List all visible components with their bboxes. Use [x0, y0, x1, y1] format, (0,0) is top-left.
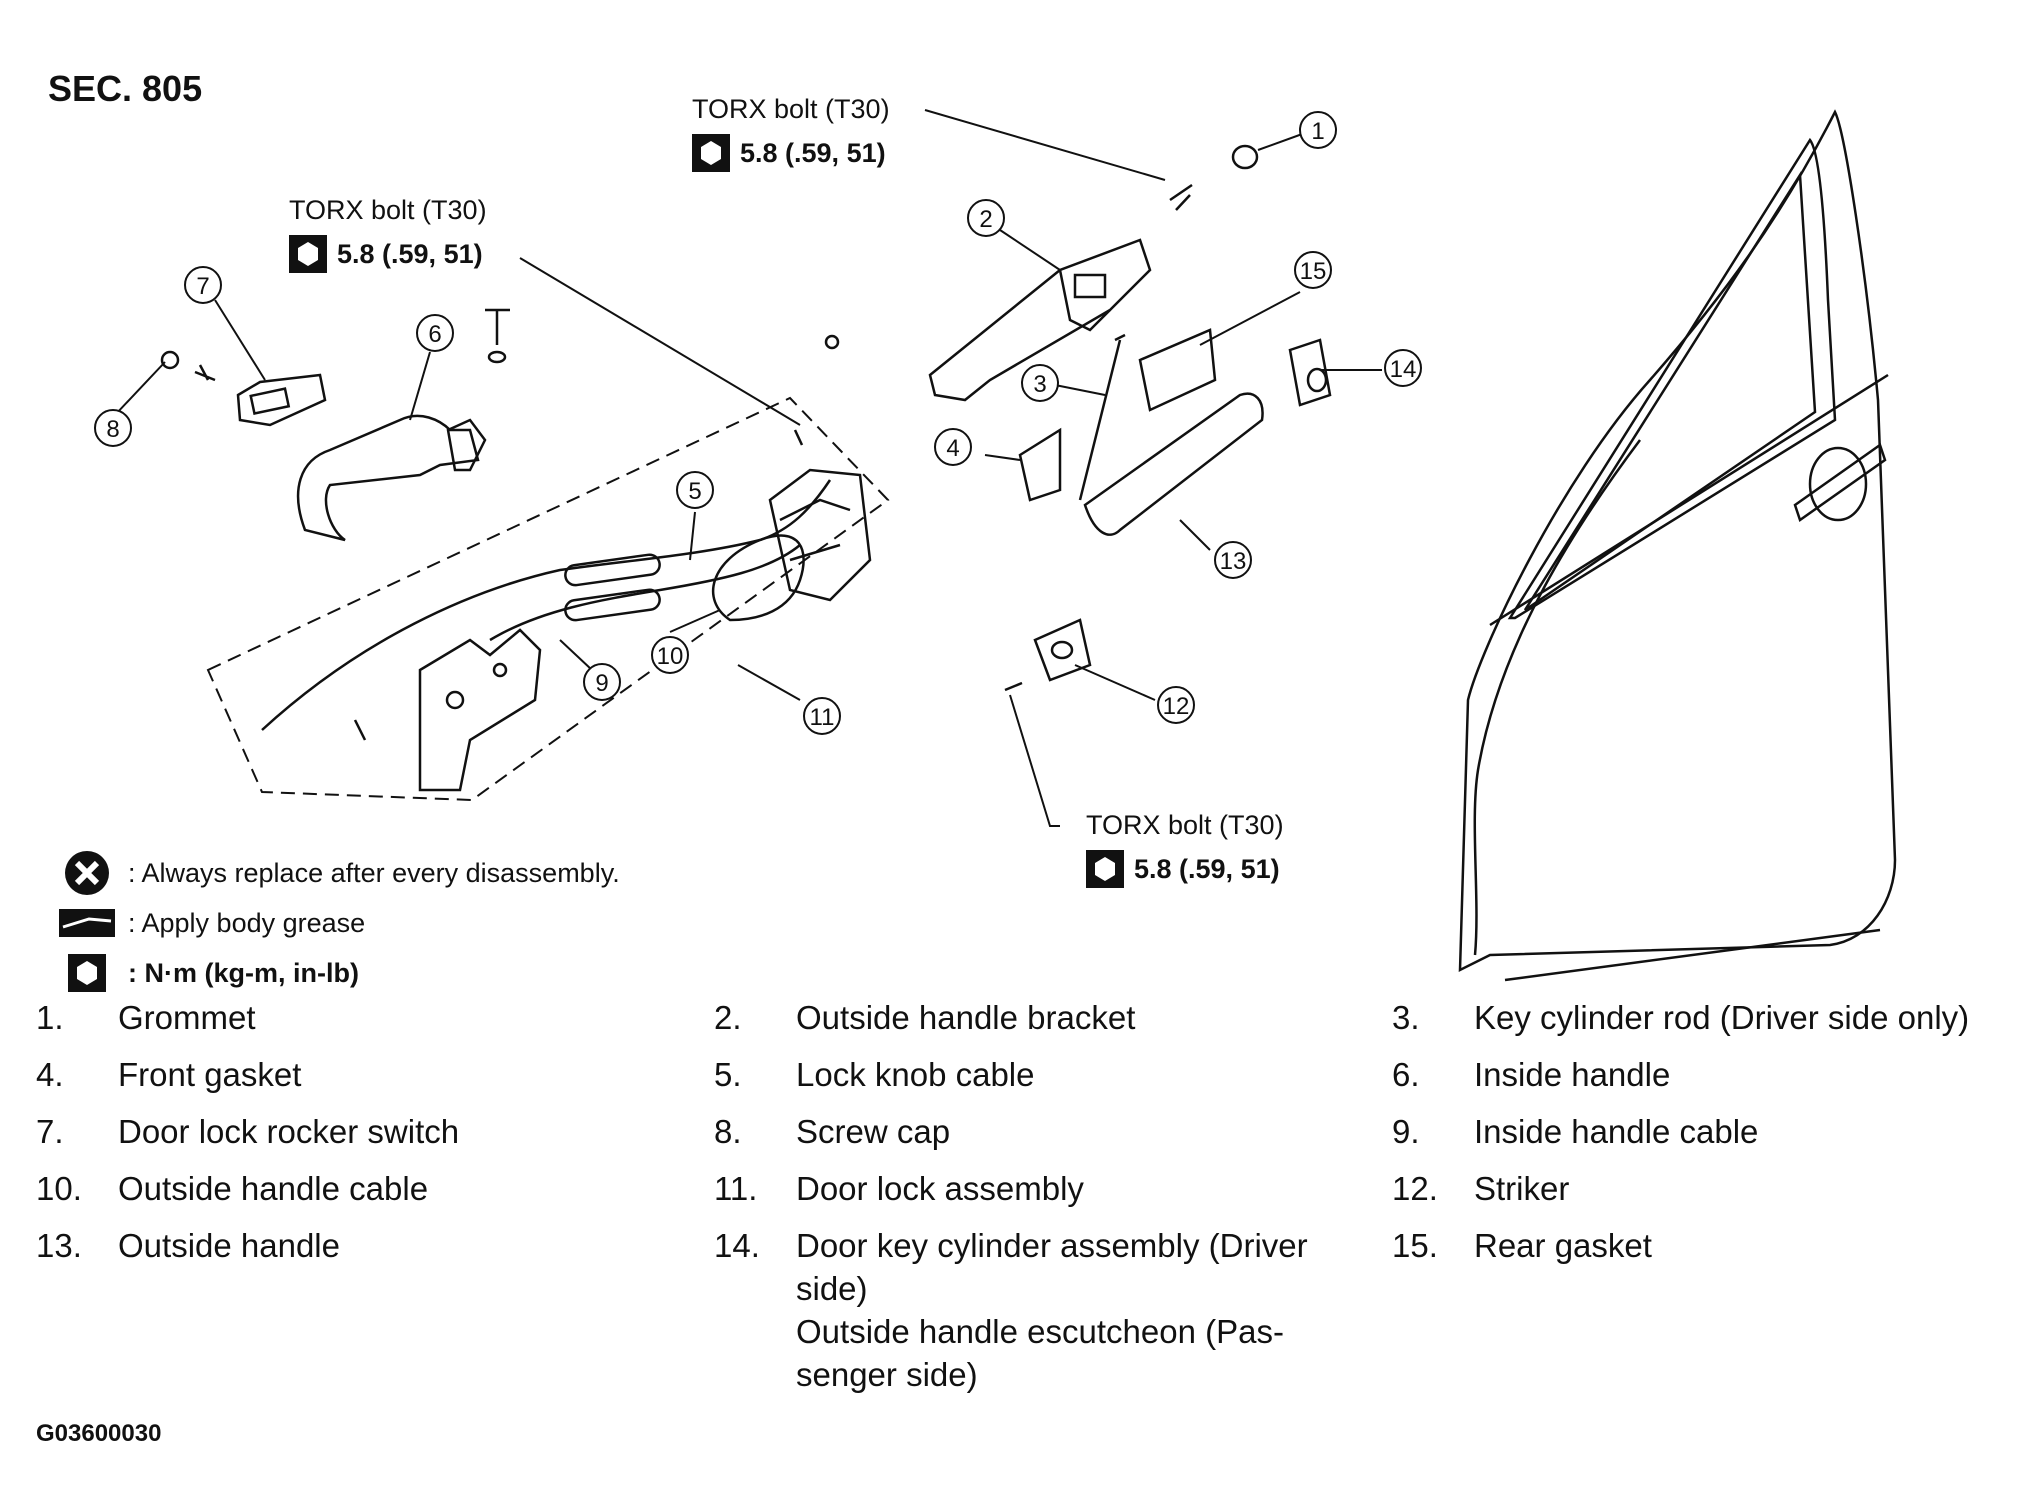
torx-spec: 5.8 (.59, 51): [1134, 854, 1280, 884]
front-gasket: [1018, 427, 1062, 502]
x-circle-icon: [56, 849, 118, 897]
callout-15: 15: [1300, 258, 1327, 285]
callout-circles: [94, 111, 1422, 735]
callout-6: 6: [428, 321, 441, 348]
striker: [1033, 618, 1092, 682]
legend-text: : N·m (kg-m, in-lb): [128, 957, 359, 988]
torque-wrench-icon: [289, 235, 327, 273]
torx-callout-top: TORX bolt (T30) 5.8 (.59, 51): [692, 92, 890, 172]
torx-label: TORX bolt (T30): [1086, 810, 1284, 840]
legend-text: : Always replace after every disassembly…: [128, 857, 620, 888]
callout-2: 2: [979, 206, 992, 233]
grease-icon: [56, 909, 118, 937]
parts-column-2: 2.Outside handle bracket 5.Lock knob cab…: [714, 996, 1374, 1410]
torx-callout-left: TORX bolt (T30) 5.8 (.59, 51): [289, 193, 487, 273]
bolt: [485, 308, 510, 345]
part-name: Door key cylinder assembly (Driver side): [796, 1227, 1308, 1307]
rocker-switch: [236, 373, 327, 427]
outside-handle-cable: [712, 534, 805, 622]
list-item: 7.Door lock rocker switch: [36, 1113, 460, 1150]
callout-4: 4: [946, 435, 959, 462]
section-title: SEC. 805: [48, 68, 203, 109]
door-lock-assembly-boundary: [206, 396, 890, 802]
leader-lines: [114, 109, 1382, 827]
front-door-panel: [1458, 109, 1897, 982]
list-item: 15.Rear gasket: [1392, 1227, 1652, 1264]
door-lock-body: [418, 468, 872, 792]
inside-handle: [296, 414, 487, 542]
callout-5: 5: [688, 478, 701, 505]
torque-wrench-icon: [56, 954, 118, 992]
list-item: 14. Door key cylinder assembly (Driver s…: [714, 1227, 1308, 1393]
outside-handle: [1083, 392, 1264, 536]
callout-14: 14: [1390, 356, 1417, 383]
torx-label: TORX bolt (T30): [289, 195, 487, 225]
legend-row-grease: : Apply body grease: [56, 898, 620, 948]
torx-spec: 5.8 (.59, 51): [740, 138, 886, 168]
part-note: Outside handle escutcheon (Pas-senger si…: [796, 1313, 1284, 1393]
list-item: 5.Lock knob cable: [714, 1056, 1035, 1093]
callout-3: 3: [1033, 371, 1046, 398]
list-item: 11.Door lock assembly: [714, 1170, 1084, 1207]
callout-10: 10: [657, 643, 684, 670]
parts-column-1: 1.Grommet 4.Front gasket 7.Door lock roc…: [36, 996, 696, 1281]
legend-row-replace: : Always replace after every disassembly…: [56, 848, 620, 898]
rear-gasket: [1138, 328, 1217, 412]
callout-numbers: 1 2 3 4 5 6 7 8 9 10 11 12 13 14 15: [106, 118, 1416, 731]
torque-wrench-icon: [692, 134, 730, 172]
list-item: 1.Grommet: [36, 999, 256, 1036]
small-screw: [194, 364, 216, 382]
list-item: 6.Inside handle: [1392, 1056, 1671, 1093]
list-item: 8.Screw cap: [714, 1113, 951, 1150]
lock-bolt: [793, 429, 804, 446]
legend-text: : Apply body grease: [128, 907, 366, 938]
inside-handle-cable: [489, 544, 801, 642]
lock-screw: [353, 719, 367, 741]
torx-bolt-top: [1169, 183, 1193, 211]
screw-cap: [160, 350, 180, 370]
torx-spec: 5.8 (.59, 51): [337, 239, 483, 269]
list-item: 2.Outside handle bracket: [714, 999, 1136, 1036]
list-item: 3.Key cylinder rod (Driver side only): [1392, 999, 1970, 1036]
list-item: 12.Striker: [1392, 1170, 1570, 1207]
callout-13: 13: [1220, 548, 1247, 575]
callout-7: 7: [196, 273, 209, 300]
callout-11: 11: [810, 704, 835, 731]
symbol-legend: : Always replace after every disassembly…: [56, 848, 620, 998]
striker-bolt: [1004, 681, 1023, 692]
list-item: 4.Front gasket: [36, 1056, 302, 1093]
key-cylinder: [1288, 338, 1332, 407]
list-item: 9.Inside handle cable: [1392, 1113, 1759, 1150]
key-cylinder-rod: [1078, 333, 1126, 501]
callout-9: 9: [595, 670, 608, 697]
parts-column-3: 3.Key cylinder rod (Driver side only) 6.…: [1392, 996, 2027, 1281]
list-item: 13.Outside handle: [36, 1227, 340, 1264]
outside-handle-bracket: [928, 238, 1152, 402]
lock-knob-cable: [261, 479, 832, 731]
torque-wrench-icon: [1086, 850, 1124, 888]
figure-code: G03600030: [36, 1420, 162, 1447]
legend-row-torque: : N·m (kg-m, in-lb): [56, 948, 620, 998]
grommet: [1231, 144, 1259, 170]
callout-12: 12: [1163, 693, 1190, 720]
torx-label: TORX bolt (T30): [692, 94, 890, 124]
callout-8: 8: [106, 416, 119, 443]
torx-callout-bottom: TORX bolt (T30) 5.8 (.59, 51): [1086, 808, 1284, 888]
callout-1: 1: [1311, 118, 1324, 145]
list-item: 10.Outside handle cable: [36, 1170, 429, 1207]
